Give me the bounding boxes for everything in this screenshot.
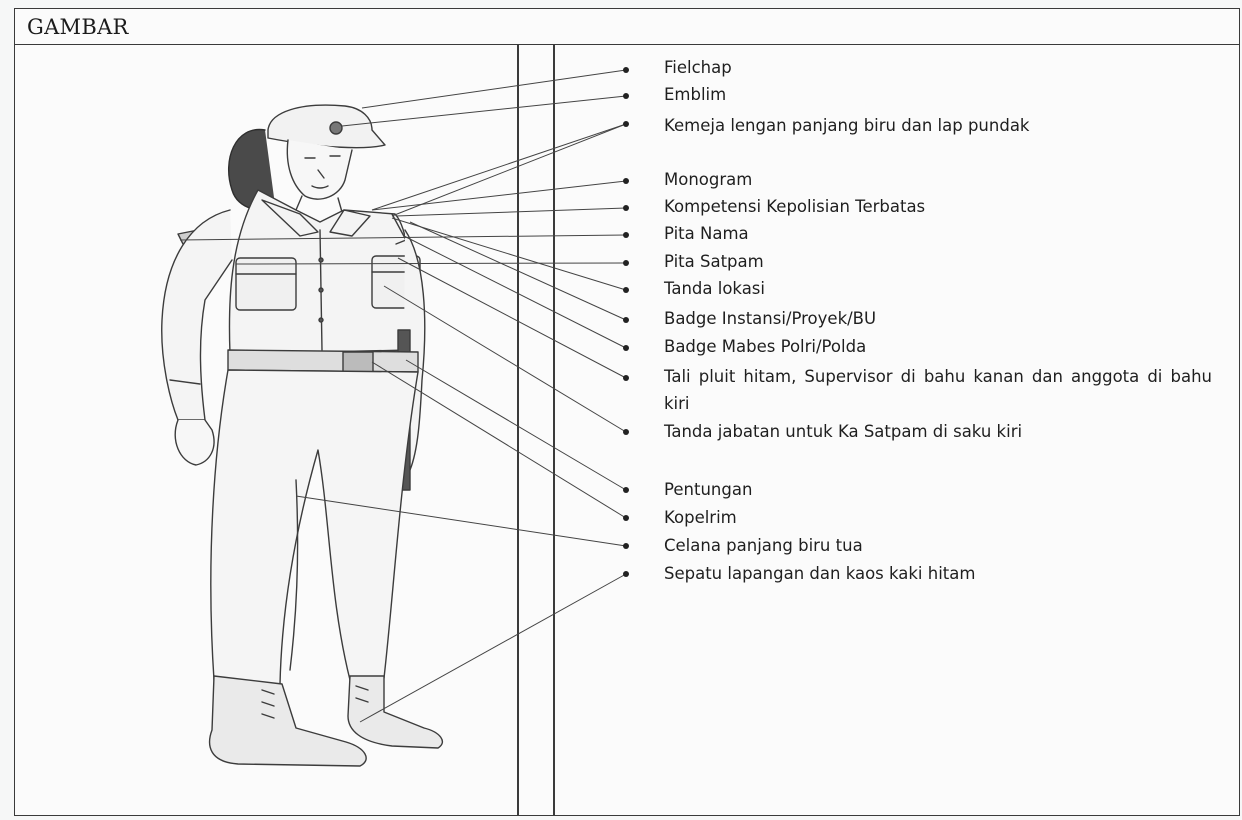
label-emblim: Emblim [664, 81, 1212, 108]
bullet-icon [623, 429, 629, 435]
bullet-icon [623, 317, 629, 323]
bullet-icon [623, 515, 629, 521]
label-badge-mabes: Badge Mabes Polri/Polda [664, 333, 1212, 360]
bullet-icon [623, 287, 629, 293]
label-pentungan: Pentungan [664, 476, 1212, 503]
label-kemeja: Kemeja lengan panjang biru dan lap punda… [664, 112, 1212, 139]
label-kopelrim: Kopelrim [664, 504, 1212, 531]
bullet-icon [623, 487, 629, 493]
bullet-icon [623, 121, 629, 127]
bullet-icon [623, 93, 629, 99]
label-tanda-lokasi: Tanda lokasi [664, 275, 1212, 302]
label-monogram: Monogram [664, 166, 1212, 193]
label-tali-pluit: Tali pluit hitam, Supervisor di bahu kan… [664, 363, 1212, 417]
label-sepatu: Sepatu lapangan dan kaos kaki hitam [664, 560, 1212, 587]
bullet-icon [623, 345, 629, 351]
label-badge-instansi: Badge Instansi/Proyek/BU [664, 305, 1212, 332]
bullet-icon [623, 205, 629, 211]
bullet-icon [623, 571, 629, 577]
bullet-icon [623, 543, 629, 549]
label-fielchap: Fielchap [664, 54, 1212, 81]
bullet-icon [623, 67, 629, 73]
bullet-icon [623, 232, 629, 238]
label-celana: Celana panjang biru tua [664, 532, 1212, 559]
label-pita-satpam: Pita Satpam [664, 248, 1212, 275]
bullet-icon [623, 375, 629, 381]
label-pita-nama: Pita Nama [664, 220, 1212, 247]
bullet-icon [623, 260, 629, 266]
label-kompetensi: Kompetensi Kepolisian Terbatas [664, 193, 1212, 220]
label-tanda-jabatan: Tanda jabatan untuk Ka Satpam di saku ki… [664, 418, 1212, 445]
bullet-icon [623, 178, 629, 184]
